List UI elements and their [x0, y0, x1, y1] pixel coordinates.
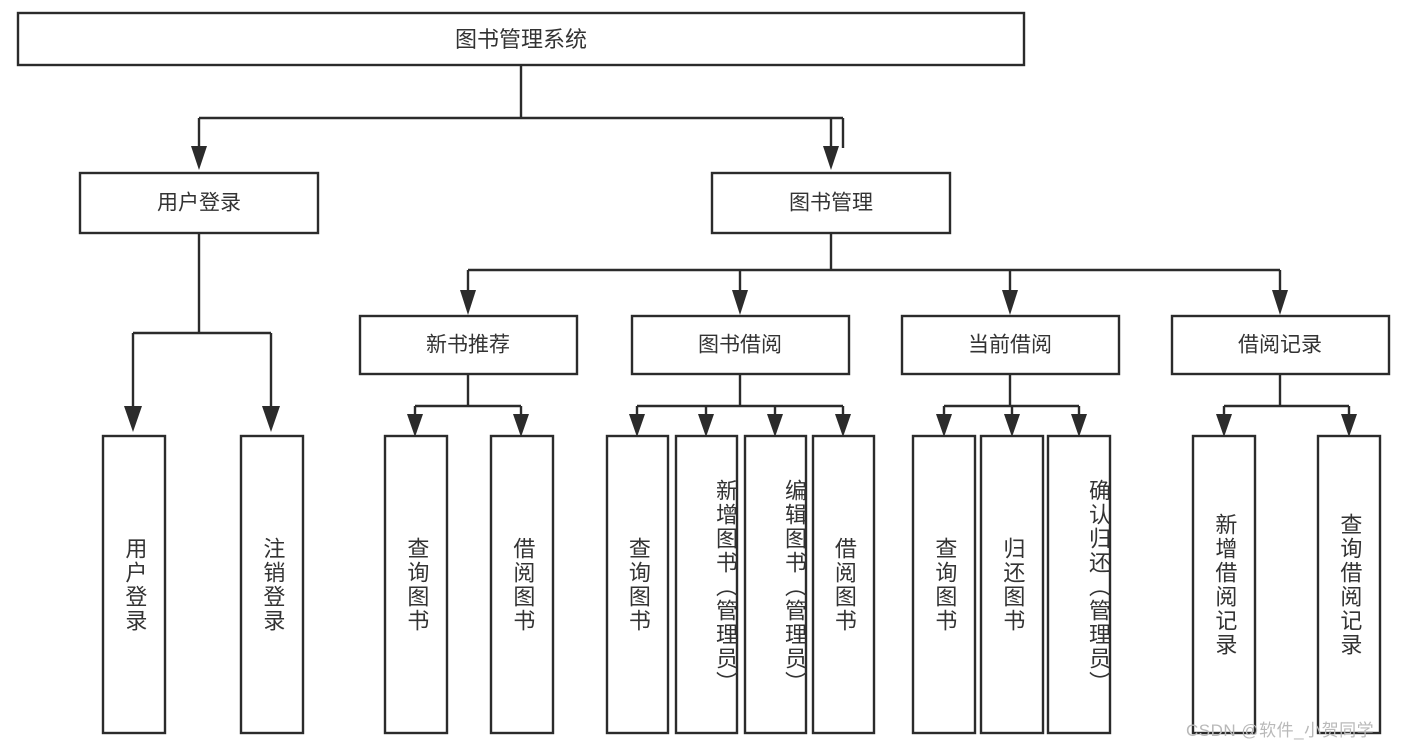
connector-bookborrow-to-leaves: [629, 374, 851, 437]
node-book-borrow[interactable]: 图书借阅: [630, 314, 851, 376]
leaf-box-query-book-1[interactable]: [383, 434, 449, 735]
leaf-box-add-record[interactable]: [1191, 434, 1257, 735]
node-book-manage-box[interactable]: [710, 171, 952, 235]
leaf-box-user-login[interactable]: [101, 434, 167, 735]
node-book-borrow-box[interactable]: [630, 314, 851, 376]
leaf-box-borrow-book-1[interactable]: [489, 434, 555, 735]
connector-borrowrecord-to-leaves: [1216, 374, 1357, 437]
leaf-box-query-book-2[interactable]: [605, 434, 670, 735]
node-root-box[interactable]: [16, 11, 1026, 67]
node-current-borrow-label: 当前借阅: [968, 334, 1052, 357]
connector-bookmanage-to-level3: [460, 233, 1288, 315]
node-book-manage-label: 图书管理: [789, 192, 873, 215]
connector-root-to-level2: [191, 66, 845, 170]
node-new-book-recommend-label: 新书推荐: [426, 334, 510, 357]
leaf-box-query-book-3[interactable]: [911, 434, 977, 735]
node-current-borrow-box[interactable]: [900, 314, 1121, 376]
node-user-login[interactable]: 用户登录: [78, 171, 320, 235]
leaf-box-user-logout[interactable]: [239, 434, 305, 735]
node-new-book-recommend-box[interactable]: [358, 314, 579, 376]
leaf-box-borrow-book-2[interactable]: [811, 434, 876, 735]
node-book-manage[interactable]: 图书管理: [710, 171, 952, 235]
connector-newbook-to-leaves: [407, 374, 529, 437]
connector-userlogin-to-leaves: [124, 233, 280, 432]
leaf-box-add-book[interactable]: [674, 434, 739, 735]
leaf-box-query-record[interactable]: [1316, 434, 1382, 735]
node-user-login-label: 用户登录: [157, 192, 241, 215]
csdn-watermark: CSDN @软件_小贺同学: [1186, 721, 1375, 740]
node-borrow-record-box[interactable]: [1170, 314, 1391, 376]
node-borrow-record-label: 借阅记录: [1238, 334, 1322, 357]
node-new-book-recommend[interactable]: 新书推荐: [358, 314, 579, 376]
node-root-label: 图书管理系统: [455, 27, 587, 52]
leaf-box-edit-book[interactable]: [743, 434, 808, 735]
node-borrow-record[interactable]: 借阅记录: [1170, 314, 1391, 376]
leaf-box-confirm-return[interactable]: [1046, 434, 1112, 735]
node-user-login-box[interactable]: [78, 171, 320, 235]
connector-currentborrow-to-leaves: [936, 374, 1087, 437]
node-root[interactable]: 图书管理系统: [16, 11, 1026, 67]
node-current-borrow[interactable]: 当前借阅: [900, 314, 1121, 376]
leaf-box-return-book[interactable]: [979, 434, 1045, 735]
node-book-borrow-label: 图书借阅: [698, 334, 782, 357]
